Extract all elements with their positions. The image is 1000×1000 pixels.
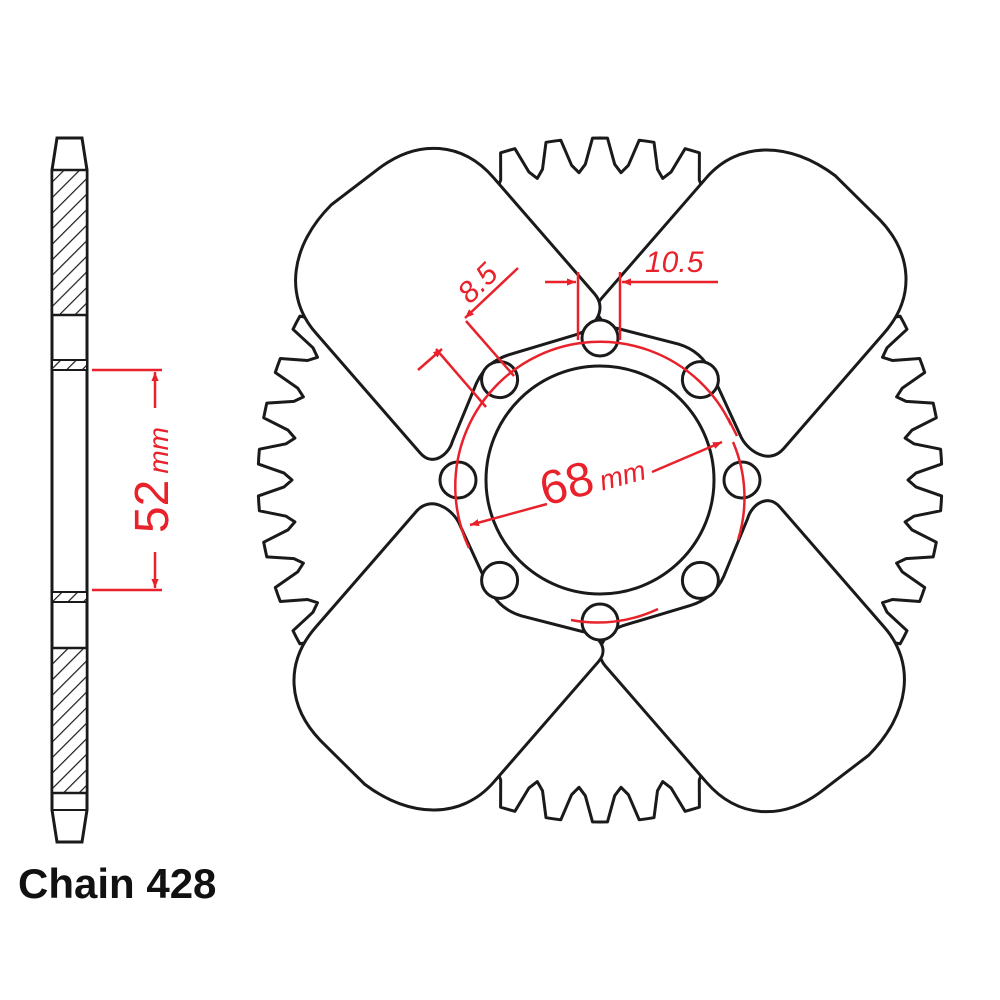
- hatch-top: [50, 168, 89, 317]
- lightening-hole-3: [292, 502, 605, 812]
- lightening-hole-4: [294, 146, 602, 461]
- bolt-hole-1: [580, 318, 620, 358]
- lightening-holes: [292, 146, 908, 814]
- chain-caption: Chain 428: [18, 860, 216, 907]
- dimension-52-value: 52: [126, 480, 179, 533]
- hatch-bottom-thin: [51, 591, 88, 603]
- sprocket-front-view: [256, 136, 944, 824]
- dimension-10-5-value: 10.5: [645, 246, 704, 279]
- bolt-hole-3: [722, 460, 762, 500]
- hatch-top-thin: [51, 359, 88, 371]
- bolt-hole-7: [438, 460, 478, 500]
- svg-text:68mm: 68mm: [534, 438, 650, 517]
- dimension-10-5: 10.5: [545, 246, 718, 340]
- dimension-52-unit: mm: [143, 427, 174, 474]
- dimension-52mm: 52 mm: [92, 368, 179, 592]
- dimension-68mm: 68mm: [454, 340, 746, 624]
- lightening-hole-1: [595, 148, 908, 458]
- bolt-hole-2: [680, 360, 720, 400]
- side-profile: [50, 136, 89, 844]
- bolt-hole-6: [480, 560, 520, 600]
- bolt-hole-8: [480, 360, 520, 400]
- hatch-bottom: [50, 646, 89, 795]
- center-bore: [484, 364, 716, 596]
- bolt-hole-4: [680, 560, 720, 600]
- svg-text:52mm: 52 mm: [126, 427, 179, 533]
- lightening-hole-2: [598, 499, 906, 814]
